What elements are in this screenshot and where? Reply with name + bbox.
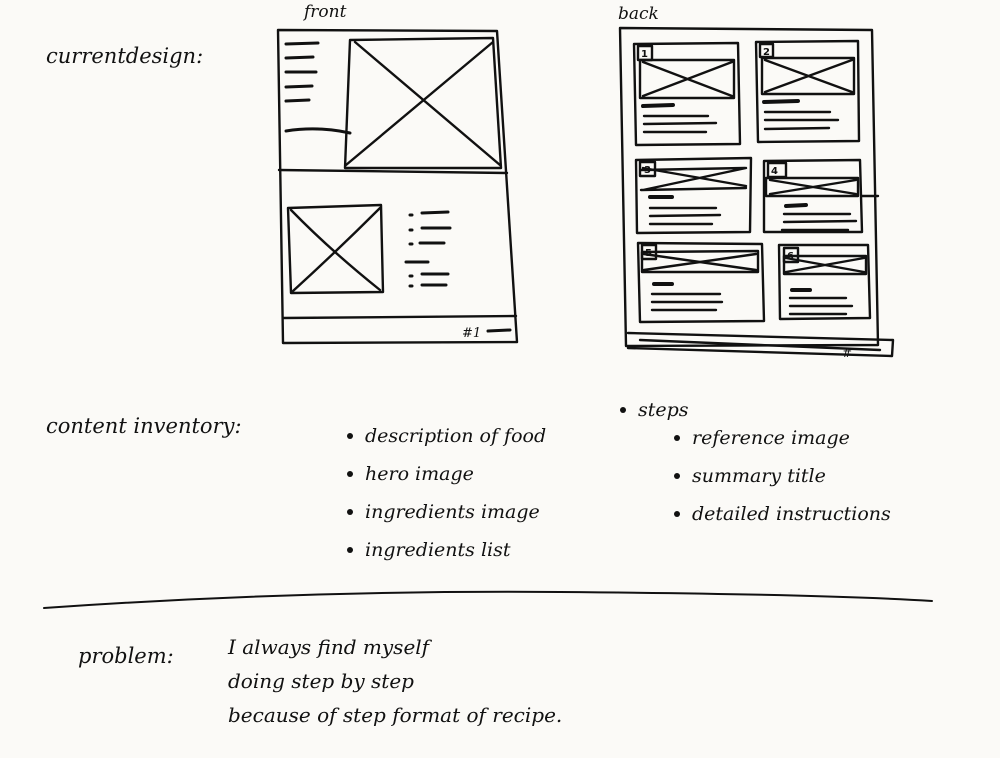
front-page-number: #1 [462,326,481,341]
step-5-number: 5 [645,248,652,259]
step-2-title [762,99,800,104]
step-4-number: 4 [771,166,778,177]
front-footer-dash [486,328,512,333]
back-label: back [618,4,659,24]
list-item: ingredients image [345,493,546,531]
step-card-1 [632,41,742,147]
step-card-6 [777,243,872,321]
section-divider-line [43,590,933,609]
step-1-instructions [642,114,718,134]
step-card-5 [636,241,766,324]
current-design-label: currentdesign: [46,44,204,68]
front-footer-divider [281,314,518,320]
problem-text: I always find myself doing step by step … [228,630,562,732]
problem-line: I always find myself [228,635,430,659]
ingredients-list-lines [404,210,452,288]
step-2-image [760,56,856,96]
step-4-instructions [780,212,858,232]
problem-line: because of step format of recipe. [228,703,563,727]
front-label: front [304,2,347,22]
step-3-image [639,166,748,192]
step-card-3 [634,156,753,235]
steps-sub-list: reference image summary title detailed i… [672,419,891,533]
step-2-number: 2 [763,47,770,58]
front-page-border [276,28,519,345]
back-wireframe [618,26,895,358]
content-inventory-label: content inventory: [46,414,242,438]
ingredients-image-placeholder [286,203,385,295]
step-number-labels: 1 2 3 4 5 6 [641,47,794,262]
step-6-instructions [788,296,854,316]
step-3-number: 3 [644,165,651,176]
steps-heading-list: steps [618,391,689,429]
step-6-number: 6 [787,251,794,262]
list-item: reference image [672,419,891,457]
list-item: ingredients list [345,531,546,569]
front-divider [277,168,509,175]
description-text-lines [284,41,352,135]
step-3-instructions [648,206,722,226]
front-wireframe [276,28,519,345]
step-1-number: 1 [641,49,648,60]
step-5-image [640,249,760,274]
step-6-image [782,254,868,276]
step-5-instructions [650,292,724,312]
list-item: description of food [345,417,546,455]
hero-image-placeholder [343,36,503,170]
step-1-title [641,103,675,108]
steps-label: steps [618,391,689,429]
problem-label: problem: [78,644,174,668]
step-2-instructions [763,110,840,131]
step-1-image [638,58,736,100]
back-page-shadow-inner [638,338,882,352]
list-item: hero image [345,455,546,493]
list-item: summary title [672,457,891,495]
list-item: detailed instructions [672,495,891,533]
back-page-border [618,26,880,348]
back-page-number: # [842,346,852,360]
content-inventory-list: description of food hero image ingredien… [345,417,546,569]
back-page-shadow [626,331,895,358]
step-3-number-box [638,160,657,178]
problem-line: doing step by step [228,669,414,693]
step-card-4 [762,158,880,234]
step-4-image [764,176,860,198]
step-card-2 [754,39,861,144]
step-4-title [784,203,808,208]
